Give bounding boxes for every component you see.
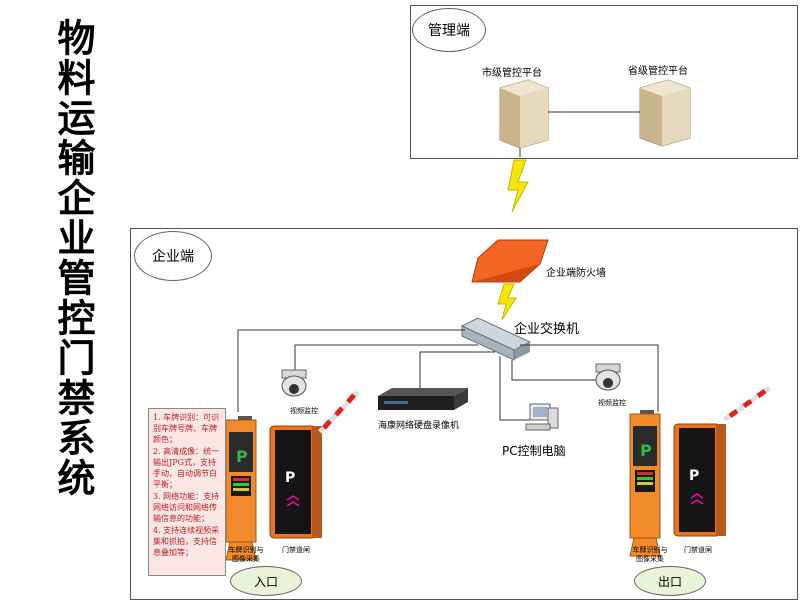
firewall-icon <box>471 239 549 283</box>
page-title: 物料运输企业管控门禁系统 <box>51 18 95 498</box>
exit-label: 出口 <box>634 566 706 596</box>
nvr-icon <box>378 388 468 410</box>
left-camera-label: 视频监控 <box>290 407 318 415</box>
note-item: 4. 支持连续视频采集和抓拍，支持信息叠加等； <box>153 526 220 557</box>
feature-notes: 1. 车牌识别：可识别车牌号牌、车牌颜色； 2. 高清成像：统一输出JPG式，支… <box>148 408 226 576</box>
left-camera-icon <box>281 369 307 397</box>
nvr-label: 海康网络硬盘录像机 <box>378 421 460 431</box>
note-item: 1. 车牌识别：可识别车牌号牌、车牌颜色； <box>153 413 220 444</box>
svg-text:P: P <box>640 441 652 460</box>
province-server-icon <box>639 79 691 147</box>
pc-label: PC控制电脑 <box>502 444 566 458</box>
right-barrier-icon: P <box>673 385 772 537</box>
svg-text:P: P <box>285 470 295 486</box>
right-lpr-label: 车牌识别与 图像采集 <box>632 546 668 563</box>
wan-link-icon <box>507 159 529 213</box>
firewall-label: 企业端防火墙 <box>546 268 606 279</box>
left-lpr-label: 车牌识别与 图像采集 <box>228 546 264 563</box>
right-camera-icon <box>595 363 621 391</box>
pc-icon <box>525 403 559 431</box>
svg-text:P: P <box>689 468 699 484</box>
switch-icon <box>460 317 532 361</box>
management-label: 管理端 <box>412 8 486 52</box>
right-camera-label: 视频监控 <box>598 399 626 407</box>
right-barrier-label: 门禁道闸 <box>684 546 712 554</box>
note-item: 2. 高清成像：统一输出JPG式，支持手动、自动调节白平衡； <box>153 447 220 489</box>
left-lpr-pole-icon: P <box>225 416 257 561</box>
switch-label: 企业交换机 <box>514 322 580 337</box>
enterprise-label: 企业端 <box>134 231 212 281</box>
right-lpr-pole-icon: P <box>629 410 661 557</box>
left-barrier-icon: P <box>269 390 360 539</box>
entrance-label: 入口 <box>230 566 302 596</box>
province-platform-label: 省级管控平台 <box>628 66 688 77</box>
svg-text:P: P <box>236 447 248 466</box>
firewall-link-icon <box>497 283 517 321</box>
note-item: 3. 网络功能：支持网络访问和网络传输信息的功能； <box>153 492 220 523</box>
left-barrier-label: 门禁道闸 <box>282 546 310 554</box>
city-platform-label: 市级管控平台 <box>482 68 542 79</box>
city-server-icon <box>499 79 549 149</box>
